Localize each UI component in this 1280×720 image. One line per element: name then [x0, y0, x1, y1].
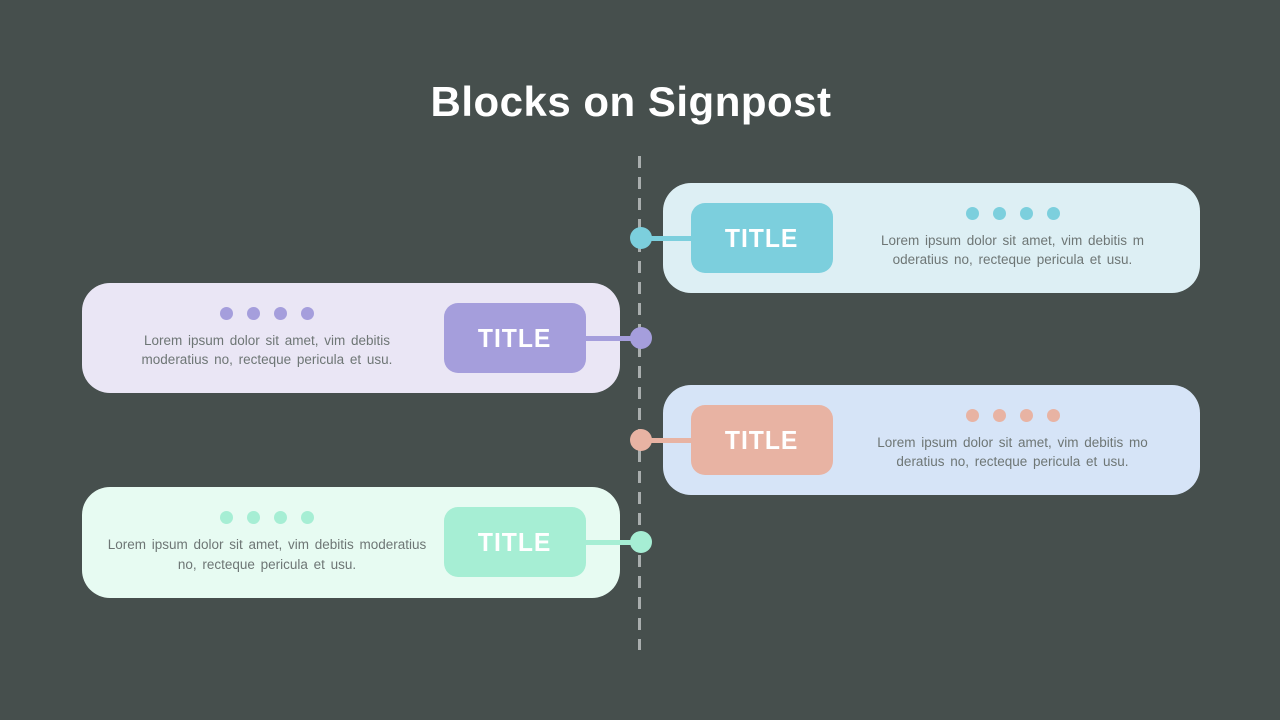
title-tag-1-label: TITLE [725, 222, 799, 253]
title-tag-3-label: TITLE [725, 424, 799, 455]
title-tag-1: TITLE [691, 203, 833, 273]
dots-row-1 [965, 206, 1060, 220]
dot-icon [992, 408, 1006, 422]
card-3: TITLE Lorem ipsum dolor sit amet, vim de… [663, 385, 1200, 495]
dots-row-4 [220, 511, 314, 524]
dot-icon [247, 306, 260, 320]
dot-icon [1046, 206, 1060, 220]
dot-icon [965, 408, 979, 422]
card-1-body-text: Lorem ipsum dolor sit amet, vim debitis … [880, 232, 1145, 268]
card-2-body-text: Lorem ipsum dolor sit amet, vim debitis … [141, 332, 393, 368]
card-4-body-text: Lorem ipsum dolor sit amet, vim debitis … [107, 537, 427, 572]
title-tag-2-label: TITLE [478, 322, 552, 353]
dot-icon [220, 306, 233, 320]
slide-title: Blocks on Signpost [430, 78, 832, 126]
dot-icon [301, 511, 314, 524]
card-2: TITLE Lorem ipsum dolor sit amet, vim de… [82, 283, 620, 393]
timeline-node-2 [630, 327, 652, 349]
dot-icon [1046, 408, 1060, 422]
card-2-content: Lorem ipsum dolor sit amet, vim debitis … [92, 283, 442, 393]
card-1-content: Lorem ipsum dolor sit amet, vim debitis … [835, 183, 1190, 293]
dots-row-2 [220, 306, 314, 320]
connector-line-3 [641, 438, 701, 443]
connector-line-4 [580, 540, 642, 545]
dot-icon [992, 206, 1006, 220]
connector-line-2 [580, 336, 642, 341]
dot-icon [301, 306, 314, 320]
title-tag-4: TITLE [444, 507, 586, 577]
dot-icon [1019, 408, 1033, 422]
title-tag-2: TITLE [444, 303, 586, 373]
card-1: TITLE Lorem ipsum dolor sit amet, vim de… [663, 183, 1200, 293]
card-4-content: Lorem ipsum dolor sit amet, vim debitis … [92, 487, 442, 598]
title-tag-3: TITLE [691, 405, 833, 475]
timeline-node-4 [630, 531, 652, 553]
title-tag-4-label: TITLE [478, 526, 552, 557]
card-3-body-text: Lorem ipsum dolor sit amet, vim debitis … [877, 434, 1148, 470]
timeline-node-1 [630, 227, 652, 249]
dot-icon [220, 511, 233, 524]
dot-icon [274, 511, 287, 524]
signpost-dashed-line [638, 156, 641, 650]
timeline-node-3 [630, 429, 652, 451]
card-3-content: Lorem ipsum dolor sit amet, vim debitis … [835, 385, 1190, 495]
dot-icon [965, 206, 979, 220]
dot-icon [1019, 206, 1033, 220]
dot-icon [247, 511, 260, 524]
connector-line-1 [641, 236, 701, 241]
dots-row-3 [965, 408, 1060, 422]
dot-icon [274, 306, 287, 320]
card-4: TITLE Lorem ipsum dolor sit amet, vim de… [82, 487, 620, 598]
